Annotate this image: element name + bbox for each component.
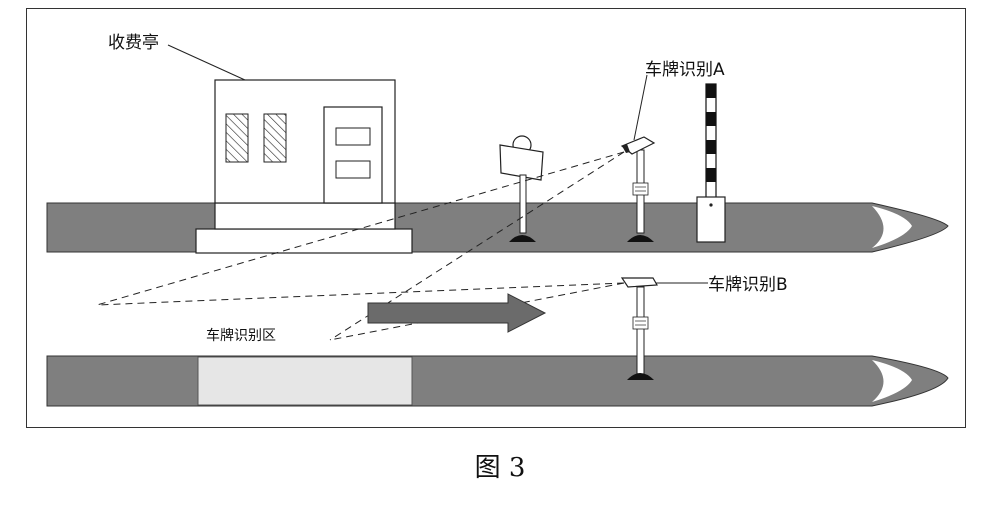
lower-lane [46, 355, 949, 407]
camera-b-icon [620, 277, 658, 288]
booth-window [225, 113, 249, 163]
booth-window [263, 113, 287, 163]
camera-a-label: 车牌识别A [645, 60, 725, 80]
camera-a-pole [620, 136, 656, 242]
camera-b-label: 车牌识别B [708, 275, 788, 295]
lane-end-arrow-icon [872, 206, 912, 248]
recognition-zone-label: 车牌识别区 [206, 327, 276, 344]
direction-arrow-icon [367, 293, 547, 333]
lane-end-arrow-icon [872, 360, 912, 402]
camera-b-pole [620, 277, 658, 380]
figure-caption: 图 3 [475, 453, 526, 483]
booth-door [323, 106, 383, 204]
figure-frame [26, 8, 966, 428]
upper-lane [46, 202, 949, 253]
camera-a-leader-line [633, 74, 648, 141]
recognition-zone-pad [197, 356, 413, 406]
sign-post [499, 135, 544, 242]
barrier-gate [696, 83, 726, 243]
booth-leader-line [167, 44, 246, 81]
toll-booth [195, 79, 413, 254]
booth-label: 收费亭 [108, 33, 159, 53]
